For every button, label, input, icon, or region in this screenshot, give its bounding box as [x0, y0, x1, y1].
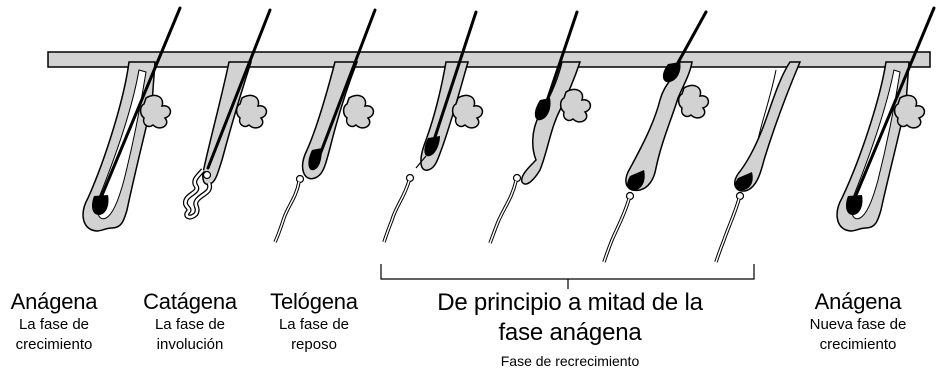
follicle-telogen — [275, 10, 375, 242]
stage-catagen-desc-1: La fase de — [131, 315, 249, 335]
stage-anagen: Anágena La fase de crecimiento — [0, 289, 108, 355]
follicle-anagen — [83, 8, 180, 231]
stage-anagen-title: Anágena — [0, 289, 108, 315]
stage-regrowth-desc: Fase de recrecimiento — [400, 351, 740, 371]
stage-regrowth-title-1: De principio a mitad de la — [400, 288, 740, 318]
follicle-regrowth-1 — [384, 12, 482, 242]
stage-catagen-title: Catágena — [131, 289, 249, 315]
follicle-regrowth-4 — [716, 62, 800, 262]
follicle-regrowth-2 — [490, 12, 590, 243]
stage-regrowth: De principio a mitad de la fase anágena … — [400, 288, 740, 371]
stage-catagen-desc-2: involución — [131, 335, 249, 355]
stage-new-anagen-desc-2: crecimiento — [788, 335, 928, 355]
stage-telogen-desc-2: reposo — [259, 335, 369, 355]
stage-anagen-desc-2: crecimiento — [0, 335, 108, 355]
stage-catagen: Catágena La fase de involución — [131, 289, 249, 355]
stage-anagen-desc-1: La fase de — [0, 315, 108, 335]
stage-telogen: Telógena La fase de reposo — [259, 289, 369, 355]
follicle-new-anagen — [837, 8, 934, 231]
follicle-regrowth-3 — [604, 12, 708, 262]
stage-telogen-desc-1: La fase de — [259, 315, 369, 335]
stage-telogen-title: Telógena — [259, 289, 369, 315]
stage-new-anagen-desc-1: Nueva fase de — [788, 315, 928, 335]
stage-new-anagen-title: Anágena — [788, 289, 928, 315]
follicle-catagen — [185, 10, 270, 217]
stage-regrowth-title-2: fase anágena — [400, 318, 740, 348]
stage-new-anagen: Anágena Nueva fase de crecimiento — [788, 289, 928, 355]
regrowth-bracket — [381, 264, 754, 289]
